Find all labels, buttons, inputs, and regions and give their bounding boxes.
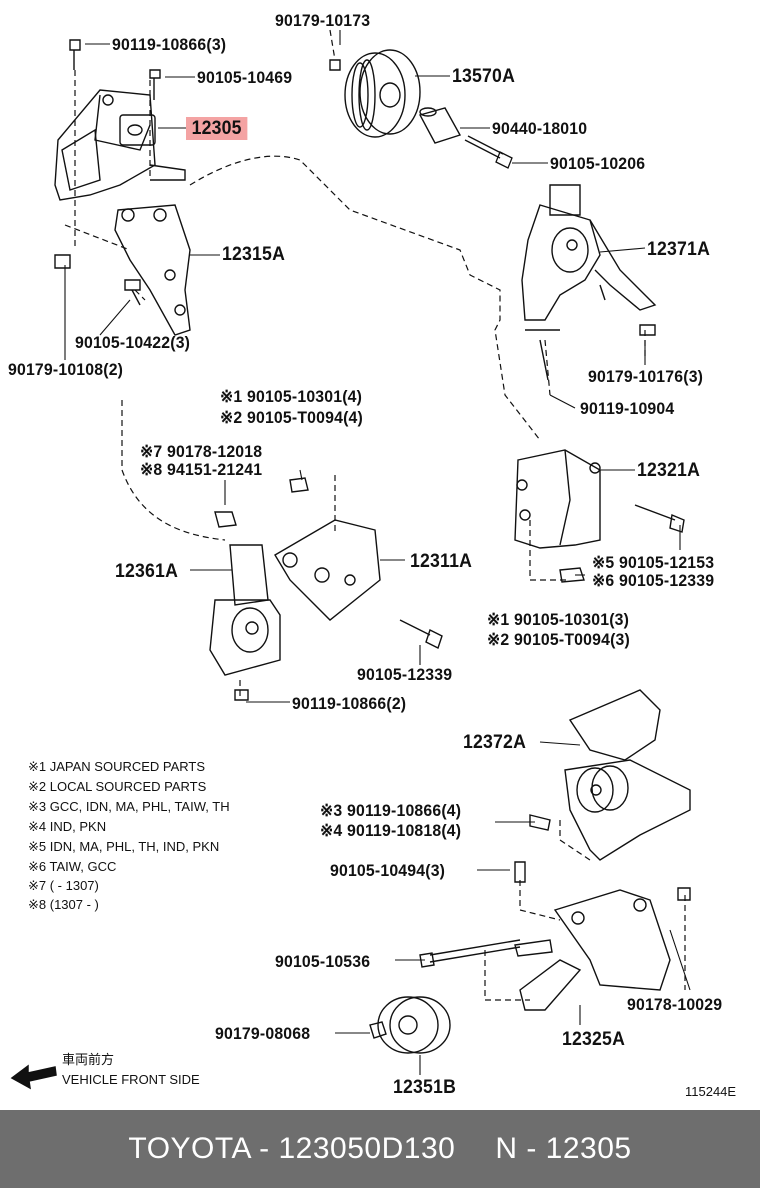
label-12371A: 12371A [647,239,711,260]
label-12361A: 12361A [115,561,179,582]
label-m5-90105-12153: ※5 90105-12153 [592,553,715,572]
label-12351B: 12351B [393,1077,457,1098]
label-m2-90105-T0094-4: ※2 90105-T0094(4) [220,408,363,427]
label-90179-10108-2: 90179-10108(2) [8,360,124,379]
label-12321A: 12321A [637,460,701,481]
bracket-12321A [514,449,685,583]
footer-reference: N - 12305 [495,1132,632,1165]
engine-mount-12305 [54,39,186,201]
label-90105-10422-3: 90105-10422(3) [75,333,191,352]
label-m2-90105-T0094-3: ※2 90105-T0094(3) [487,630,630,649]
label-90440-18010: 90440-18010 [492,119,588,138]
note-3: ※3 GCC, IDN, MA, PHL, TAIW, TH [28,799,230,814]
label-m4-90119-10818-4: ※4 90119-10818(4) [320,821,462,840]
label-m8-94151-21241: ※8 94151-21241 [140,460,263,479]
label-12325A: 12325A [562,1029,626,1050]
bracket-12325A [419,861,691,1011]
parts-diagram: 90179-10173 90119-10866(3) 13570A 90105-… [8,11,737,1099]
label-12372A: 12372A [463,732,527,753]
bracket-12315A [54,204,191,336]
mount-12361A [209,511,281,701]
note-7: ※7 ( - 1307) [28,878,99,893]
pulley-12351B [369,996,451,1054]
direction-en: VEHICLE FRONT SIDE [62,1072,200,1087]
note-6: ※6 TAIW, GCC [28,859,117,874]
label-12311A: 12311A [410,551,473,572]
label-m1-90105-10301-4: ※1 90105-10301(4) [220,387,363,406]
label-90105-10536: 90105-10536 [275,952,371,971]
footer-bar: TOYOTA - 123050D130 N - 12305 [0,1110,760,1188]
bolt-90105-10206 [464,135,513,169]
note-4: ※4 IND, PKN [28,819,107,834]
label-m6-90105-12339: ※6 90105-12339 [592,571,715,590]
leader-lines [64,30,691,1075]
label-m3-90119-10866-4: ※3 90119-10866(4) [320,801,462,820]
note-2: ※2 LOCAL SOURCED PARTS [28,779,207,794]
label-90179-10173: 90179-10173 [275,11,371,30]
label-90119-10866-3: 90119-10866(3) [112,35,227,54]
mount-12371A [521,184,657,381]
label-90119-10866-2: 90119-10866(2) [292,694,407,713]
note-5: ※5 IDN, MA, PHL, TH, IND, PKN [28,839,220,854]
footer-brand-part-number: TOYOTA - 123050D130 [128,1132,456,1165]
label-12315A: 12315A [222,244,286,265]
label-12305-highlighted: 12305 [186,117,248,140]
collar-90440-18010 [418,107,462,144]
label-90105-12339: 90105-12339 [357,665,453,684]
label-90105-10494-3: 90105-10494(3) [330,861,446,880]
label-m1-90105-10301-3: ※1 90105-10301(3) [487,610,630,629]
assembly-dashed-lines [64,29,686,1001]
label-90105-10469: 90105-10469 [197,68,293,87]
mount-12372A [529,689,691,861]
direction-jp: 車両前方 [62,1052,115,1067]
label-90119-10904: 90119-10904 [580,399,675,418]
pulley-13570A [329,49,421,138]
label-90179-08068: 90179-08068 [215,1024,311,1043]
bracket-12311A [274,477,443,649]
label-90105-10206: 90105-10206 [550,154,646,173]
note-8: ※8 (1307 - ) [28,897,99,912]
label-90178-10029: 90178-10029 [627,995,723,1014]
vehicle-front-arrow-icon [10,1064,57,1090]
diagram-drawing [10,29,691,1090]
label-13570A: 13570A [452,66,516,87]
label-m7-90178-12018: ※7 90178-12018 [140,442,263,461]
note-1: ※1 JAPAN SOURCED PARTS [28,759,206,774]
figure-id: 115244E [685,1084,737,1099]
label-90179-10176-3: 90179-10176(3) [588,367,704,386]
